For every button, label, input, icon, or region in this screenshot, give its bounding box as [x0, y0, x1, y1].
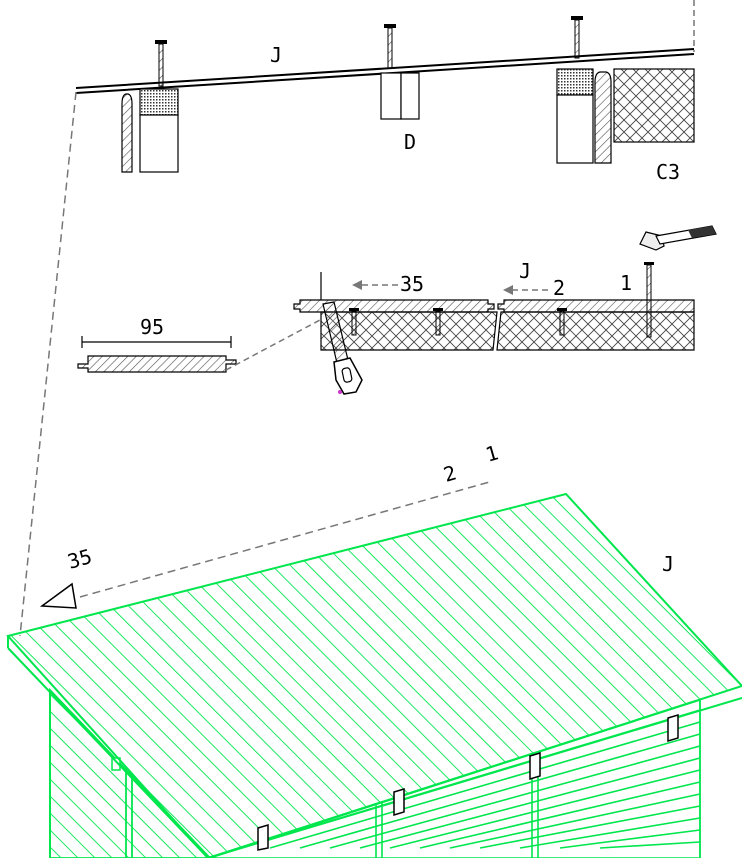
direction-triangle: [39, 582, 77, 609]
label-roof-j: J: [662, 552, 674, 576]
bottom-section: 35 2 1 J: [6, 91, 742, 858]
label-95: 95: [140, 315, 164, 339]
nail-icon: [349, 308, 359, 336]
label-d: D: [404, 130, 416, 154]
nail-icon: [644, 262, 654, 338]
dashed-guide-roof: [79, 480, 494, 598]
nail-icon: [557, 308, 567, 336]
roof-bracket: [393, 787, 405, 817]
board-profile: [77, 355, 237, 373]
top-section: D C3 J: [75, 0, 695, 184]
middle-section: 95 35 2 J 1: [77, 225, 717, 395]
label-step-2: 2: [553, 276, 565, 300]
beam-block-left: [320, 311, 498, 351]
label-roof-2: 2: [441, 460, 459, 486]
label-detail-j: J: [519, 259, 531, 283]
nail-icon: [571, 16, 583, 59]
hammer-icon: [639, 225, 717, 251]
dashed-leader: [225, 319, 321, 371]
roof-bracket: [529, 751, 541, 781]
nail-icon: [384, 24, 396, 69]
roof-bracket: [667, 713, 679, 743]
beam-block-right: [496, 311, 695, 351]
label-step-1: 1: [620, 271, 632, 295]
label-roof-35: 35: [65, 544, 95, 574]
roof-bracket: [257, 823, 269, 851]
label-roof-1: 1: [483, 440, 501, 466]
left-post-assembly: [121, 88, 179, 173]
nail-icon: [155, 40, 167, 87]
nail-icon: [433, 308, 443, 336]
spacer-d: [380, 72, 420, 120]
label-beam-j: J: [270, 43, 282, 67]
roof-panel: [6, 492, 742, 858]
dashed-guide-left: [19, 91, 77, 637]
label-step-35: 35: [400, 272, 424, 296]
board-strip-right: [497, 299, 695, 313]
label-c3: C3: [656, 160, 680, 184]
right-post-assembly: [556, 68, 695, 164]
saw-icon: [322, 301, 363, 395]
